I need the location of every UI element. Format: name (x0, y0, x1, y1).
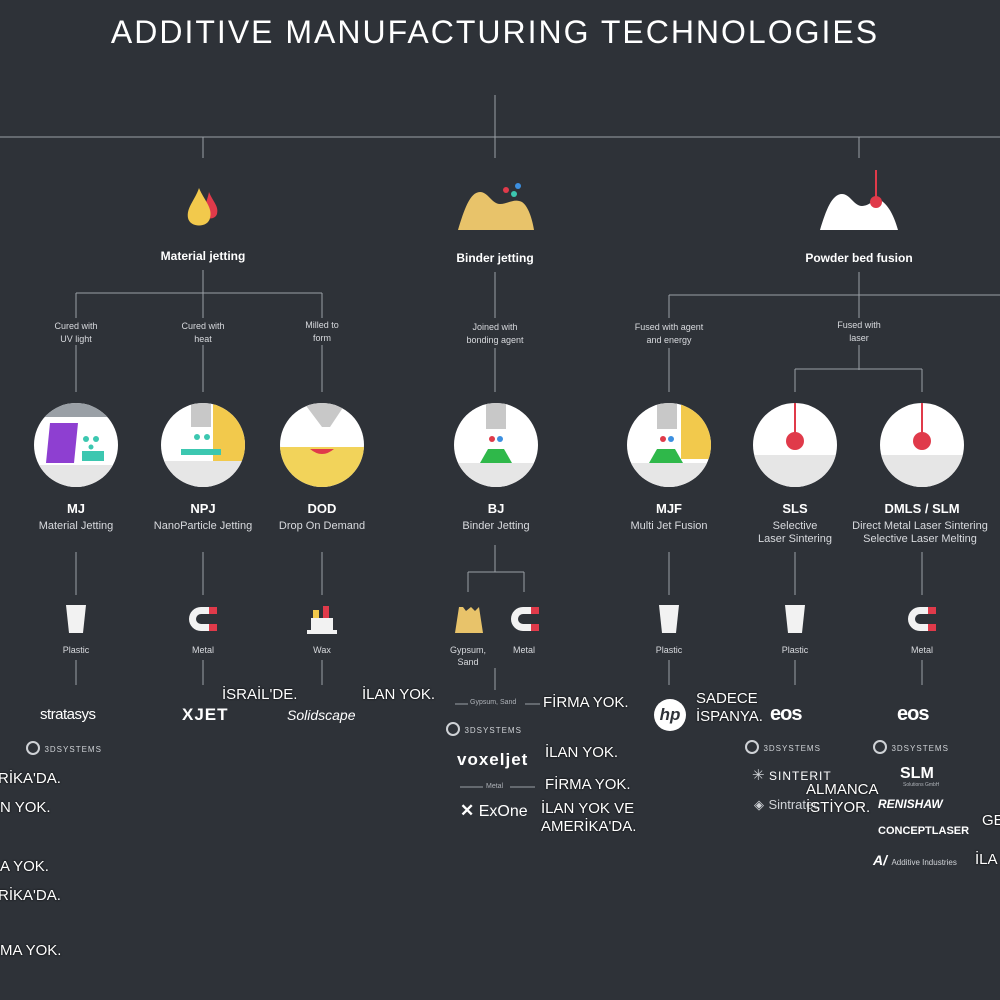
tech-code-npj: NPJ (190, 501, 216, 516)
note-firma-yok-2: FİRMA YOK. (545, 776, 631, 793)
tech-name-mjf: Multi Jet Fusion (630, 520, 708, 532)
tech-code-bj: BJ (487, 501, 505, 516)
logo-additive-industries: A/ Additive Industries (873, 852, 957, 868)
note-israil: İSRAİL'DE. (222, 686, 298, 703)
logo-slm: SLM (900, 765, 934, 782)
note-left-1: RİKA'DA. (0, 770, 61, 787)
tech-name-mj: Material Jetting (38, 520, 114, 532)
logo-voxeljet: voxeljet (457, 750, 529, 769)
tech-name-bj: Binder Jetting (462, 520, 530, 532)
note-left-2: N YOK. (0, 799, 51, 816)
note-ilan-yok-bj: İLAN YOK. (545, 744, 619, 761)
npj-process-icon (161, 403, 245, 487)
label-gypsum-sand: Gypsum, Sand (470, 699, 517, 706)
page-title: ADDITIVE MANUFACTURING TECHNOLOGIES (110, 14, 880, 50)
tech-code-dmls: DMLS / SLM (884, 501, 960, 516)
tech-code-sls: SLS (782, 501, 808, 516)
category-material-jetting: Material jetting (160, 249, 246, 263)
cup-icon (659, 605, 679, 633)
logo-3dsystems: 3DSYSTEMS (446, 720, 522, 738)
sls-process-icon (753, 403, 837, 487)
logo-slm-sub: Solutions GmbH (903, 782, 940, 788)
logo-stratasys: stratasys (40, 706, 96, 723)
dod-process-icon (280, 403, 364, 487)
material-sls: Plastic (781, 645, 809, 655)
cup-icon (66, 605, 86, 633)
bj-process-icon (454, 403, 538, 487)
mjf-process-icon (627, 403, 711, 487)
logo-3dsystems: 3DSYSTEMS (26, 739, 102, 757)
mj-process-icon (34, 403, 118, 487)
laser-powder-icon (820, 170, 898, 230)
note-left-5: MA YOK. (0, 942, 62, 959)
sand-bag-icon (455, 607, 483, 633)
note-firma-yok-1: FİRMA YOK. (543, 694, 629, 711)
logo-conceptlaser: CONCEPTLASER (878, 825, 970, 837)
material-dmls: Metal (910, 645, 933, 655)
logo-3dsystems: 3DSYSTEMS (873, 738, 949, 756)
tech-code-mjf: MJF (656, 501, 682, 516)
logo-eos: eos (897, 703, 929, 725)
note-ge: GE (982, 812, 1000, 829)
magnet-icon (189, 607, 217, 631)
logo-renishaw: RENISHAW (878, 797, 943, 811)
note-left-3: A YOK. (0, 858, 49, 875)
logo-3dsystems: 3DSYSTEMS (745, 738, 821, 756)
category-powder-bed-fusion: Powder bed fusion (805, 251, 913, 265)
logo-sinterit: ✳ SINTERIT (752, 767, 832, 784)
wax-cake-icon (307, 606, 337, 634)
tech-name-npj: NanoParticle Jetting (153, 520, 253, 532)
logo-exone: ✕ ExOne (460, 801, 528, 820)
material-dod: Wax (313, 645, 331, 655)
material-mj: Plastic (62, 645, 90, 655)
tech-name-dod: Drop On Demand (278, 520, 366, 532)
sand-pile-icon (458, 183, 534, 230)
logo-xjet: XJET (182, 705, 229, 724)
note-ila: İLA (975, 851, 998, 868)
material-npj: Metal (191, 645, 214, 655)
note-left-4: RİKA'DA. (0, 887, 61, 904)
magnet-icon (511, 607, 539, 631)
cup-icon (785, 605, 805, 633)
label-metal: Metal (486, 783, 504, 790)
material-mjf: Plastic (655, 645, 683, 655)
logo-sintratec: ◈ Sintratec (754, 797, 820, 812)
logo-solidscape: Solidscape (287, 707, 356, 723)
magnet-icon (908, 607, 936, 631)
droplets-icon (187, 188, 218, 226)
tech-code-mj: MJ (66, 501, 86, 516)
logo-eos: eos (770, 703, 802, 725)
dmls-process-icon (880, 403, 964, 487)
tech-code-dod: DOD (307, 501, 337, 516)
logo-hp: hp (654, 699, 686, 731)
material-bj-a: Gypsum,Sand (449, 645, 486, 667)
material-bj-b: Metal (512, 645, 535, 655)
category-binder-jetting: Binder jetting (456, 251, 534, 265)
note-ilan-yok-top: İLAN YOK. (362, 686, 436, 703)
